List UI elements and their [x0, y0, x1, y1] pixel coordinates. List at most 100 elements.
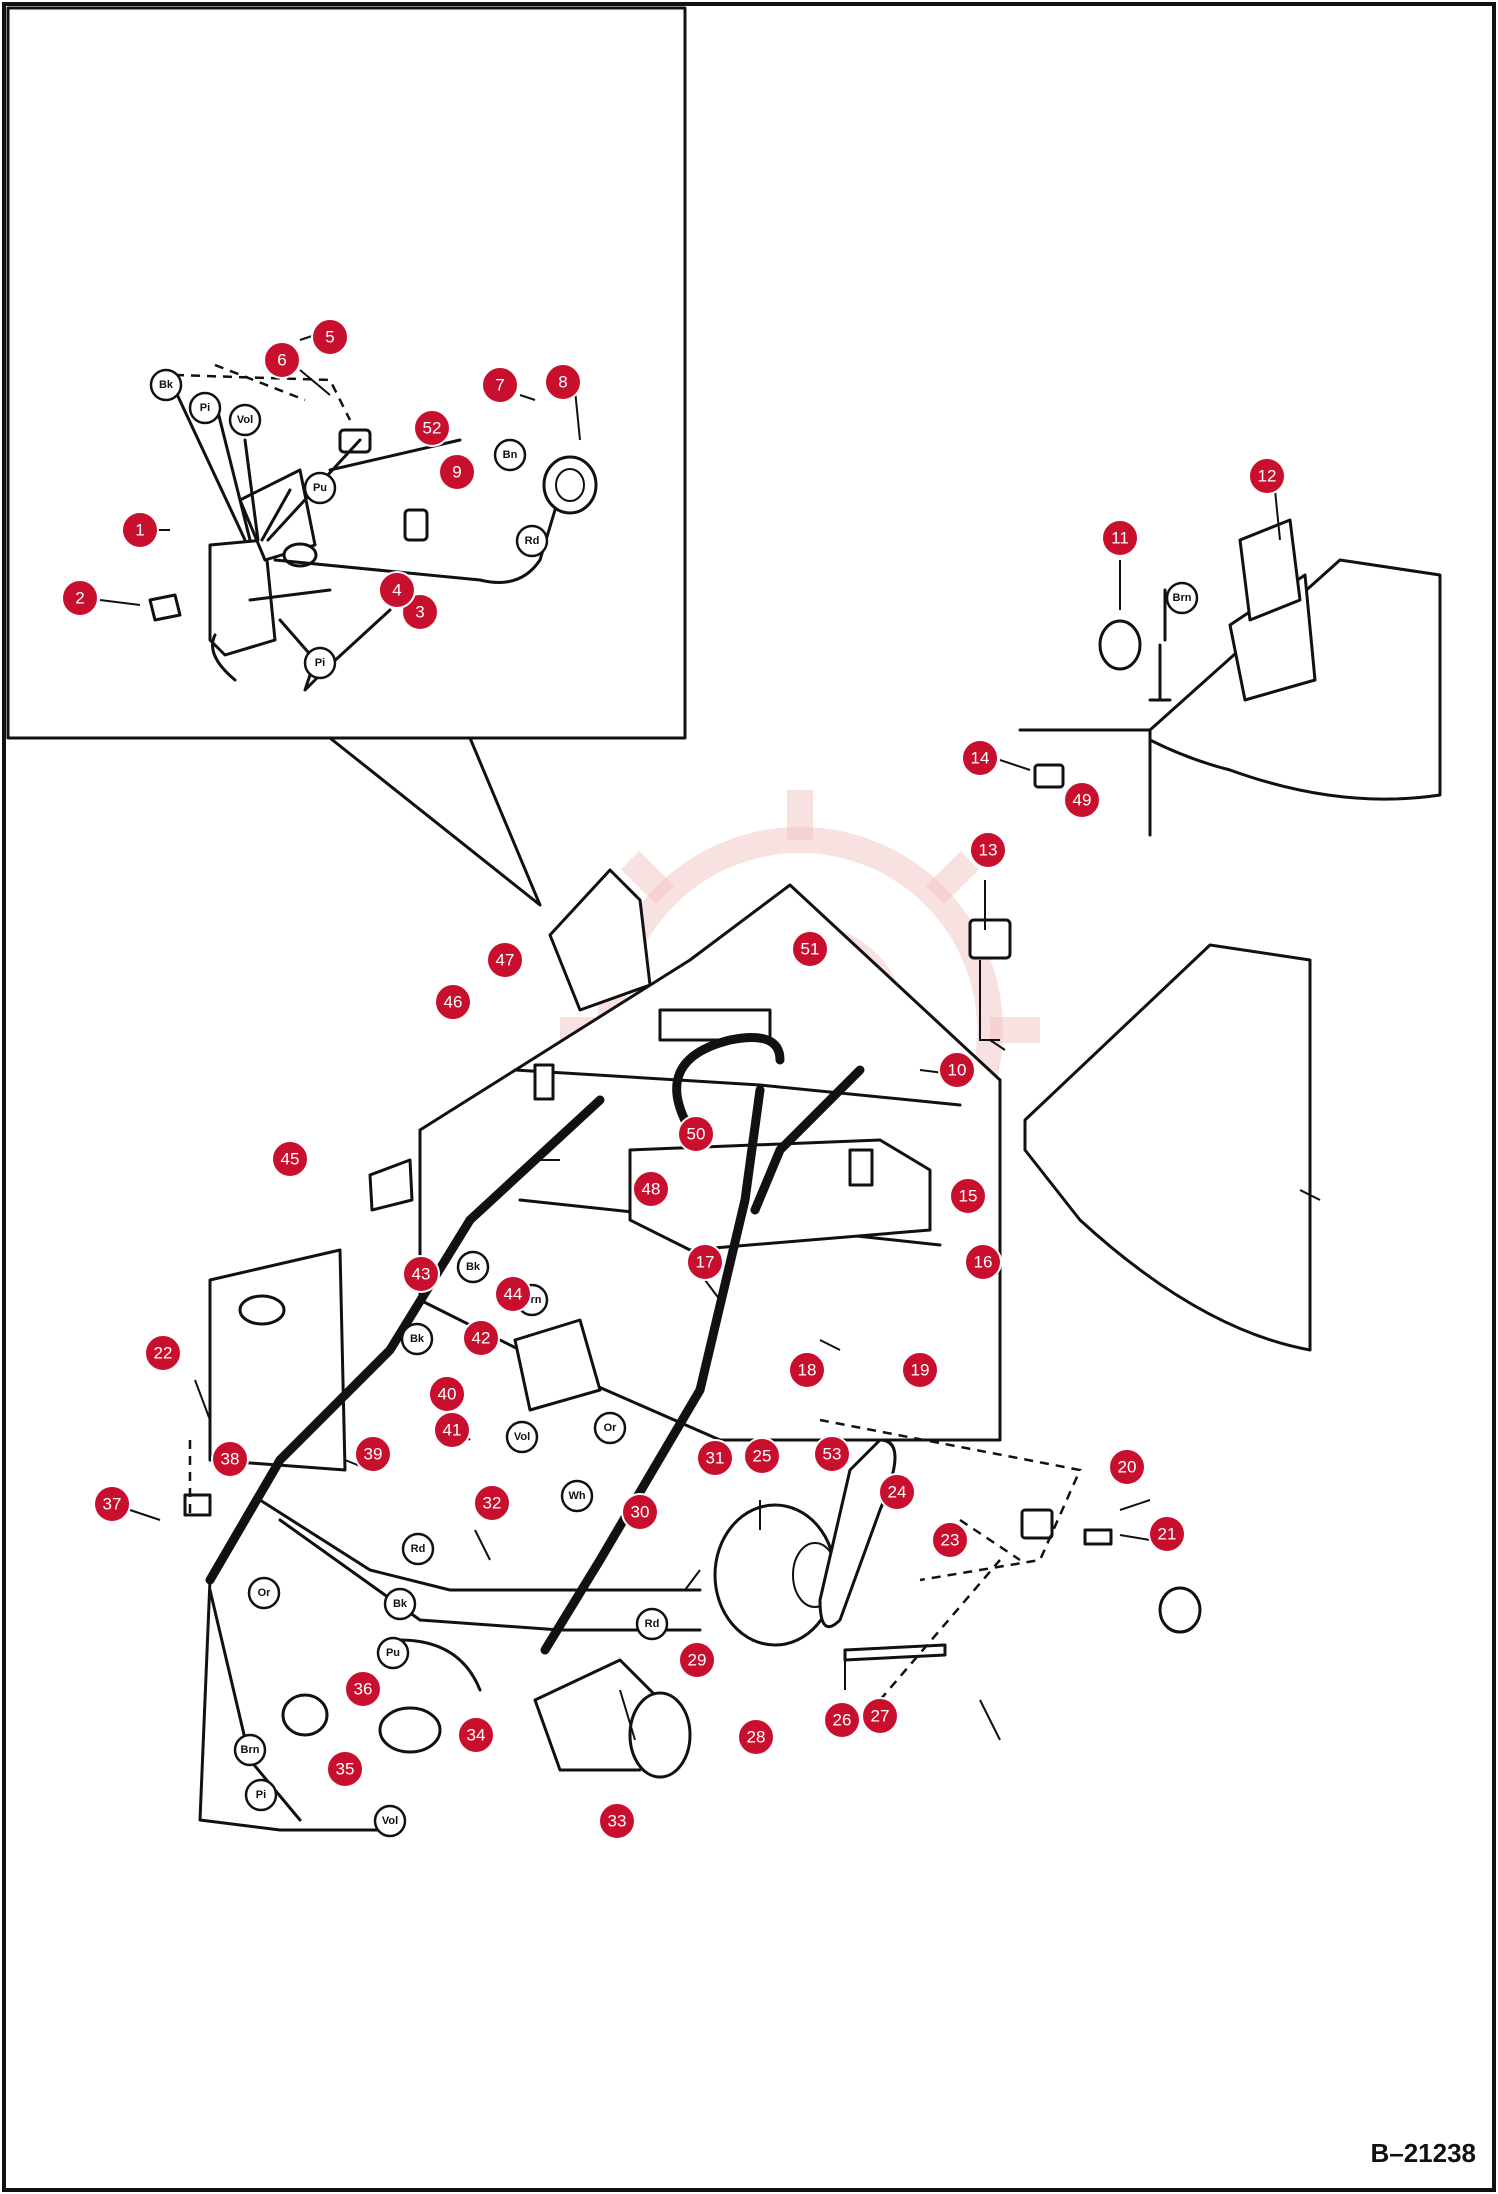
callout-number: 24 [888, 1483, 907, 1502]
wire-tag-label: Wh [568, 1490, 585, 1502]
callout-circle [344, 1670, 382, 1708]
callout-circle [413, 409, 451, 447]
callout-number: 4 [392, 581, 401, 600]
callout-number: 51 [801, 940, 820, 959]
wire-tag-label: Brn [1173, 592, 1192, 604]
callout-44: 44 [494, 1275, 532, 1313]
wire-tag-circle [635, 1607, 669, 1641]
callout-3: 3 [401, 593, 439, 631]
callout-1: 1 [121, 511, 159, 549]
wire-tag-circle [505, 1420, 539, 1454]
callout-number: 8 [558, 373, 567, 392]
callout-8: 8 [544, 363, 582, 401]
callout-circle [144, 1334, 182, 1372]
callout-number: 32 [483, 1494, 502, 1513]
callout-50: 50 [677, 1115, 715, 1153]
callout-33: 33 [598, 1802, 636, 1840]
callout-circle [481, 366, 519, 404]
wire-tag-label: Bk [466, 1261, 481, 1273]
wire-tag-bk: Bk [149, 368, 183, 402]
callout-36: 36 [344, 1670, 382, 1708]
callout-2: 2 [61, 579, 99, 617]
callout-52: 52 [413, 409, 451, 447]
callout-number: 11 [1111, 529, 1129, 548]
callout-number: 44 [504, 1285, 523, 1304]
callout-43: 43 [402, 1255, 440, 1293]
callout-number: 39 [364, 1445, 383, 1464]
callout-circle [121, 511, 159, 549]
callout-49: 49 [1063, 781, 1101, 819]
wire-tag-label: Pi [315, 657, 325, 669]
wire-tag-circle [560, 1479, 594, 1513]
wire-tag-circle [244, 1778, 278, 1812]
callout-circle [1063, 781, 1101, 819]
machine-frame [183, 868, 1312, 1779]
callout-7: 7 [481, 366, 519, 404]
callout-4: 4 [378, 571, 416, 609]
callout-number: 52 [423, 419, 442, 438]
callout-15: 15 [949, 1177, 987, 1215]
callout-number: 41 [443, 1421, 462, 1440]
callout-30: 30 [621, 1493, 659, 1531]
callout-number: 22 [154, 1344, 173, 1363]
callout-circle [696, 1439, 734, 1477]
wire-tag-bn: Bn [493, 438, 527, 472]
wire-tag-pi: Pi [244, 1778, 278, 1812]
wire-tag-pu: Pu [303, 471, 337, 505]
callout-circle [271, 1140, 309, 1178]
callout-5: 5 [311, 318, 349, 356]
wire-tag-label: Vol [382, 1815, 398, 1827]
drawing-reference: B–21238 [1370, 2138, 1476, 2168]
callout-circle [434, 983, 472, 1021]
callout-23: 23 [931, 1521, 969, 1559]
callout-circle [401, 593, 439, 631]
callout-number: 38 [221, 1450, 240, 1469]
callout-31: 31 [696, 1439, 734, 1477]
wire-tag-circle [233, 1733, 267, 1767]
callout-circle [473, 1484, 511, 1522]
wire-tag-label: Pi [256, 1789, 266, 1801]
wire-tag-circle [593, 1411, 627, 1445]
callout-circle [486, 941, 524, 979]
wire-tag-pi: Pi [188, 391, 222, 425]
wire-tag-label: Bk [410, 1333, 425, 1345]
callout-number: 53 [823, 1445, 842, 1464]
callout-circle [788, 1351, 826, 1389]
callout-number: 20 [1118, 1458, 1137, 1477]
callout-number: 2 [75, 589, 84, 608]
callout-6: 6 [263, 341, 301, 379]
callout-number: 21 [1158, 1525, 1177, 1544]
wiring-harness [188, 960, 1082, 1832]
wire-tag-label: Rd [645, 1618, 660, 1630]
callout-28: 28 [737, 1718, 775, 1756]
callout-48: 48 [632, 1170, 670, 1208]
callout-number: 9 [452, 463, 461, 482]
callout-20: 20 [1108, 1448, 1146, 1486]
callout-circle [813, 1435, 851, 1473]
wire-tag-circle [383, 1587, 417, 1621]
wire-tag-circle [228, 403, 262, 437]
wire-tag-circle [303, 471, 337, 505]
wire-tag-vol: Vol [505, 1420, 539, 1454]
callout-circle [949, 1177, 987, 1215]
wire-tag-label: Bn [503, 449, 518, 461]
callout-number: 23 [941, 1531, 960, 1550]
wire-tag-circle [188, 391, 222, 425]
callout-17: 17 [686, 1243, 724, 1281]
wire-tag-label: Bk [159, 379, 174, 391]
callout-number: 37 [103, 1495, 122, 1514]
wire-tag-rd: Rd [401, 1532, 435, 1566]
wire-tag-pi: Pi [303, 646, 337, 680]
callout-11: 11 [1101, 519, 1139, 557]
callout-39: 39 [354, 1435, 392, 1473]
wire-tag-circle [400, 1322, 434, 1356]
wire-tag-circle [303, 646, 337, 680]
callout-circle [1101, 519, 1139, 557]
callout-number: 7 [495, 376, 504, 395]
callout-circle [598, 1802, 636, 1840]
callout-number: 5 [325, 328, 334, 347]
callout-24: 24 [878, 1473, 916, 1511]
callout-number: 30 [631, 1503, 650, 1522]
callout-circle [544, 363, 582, 401]
